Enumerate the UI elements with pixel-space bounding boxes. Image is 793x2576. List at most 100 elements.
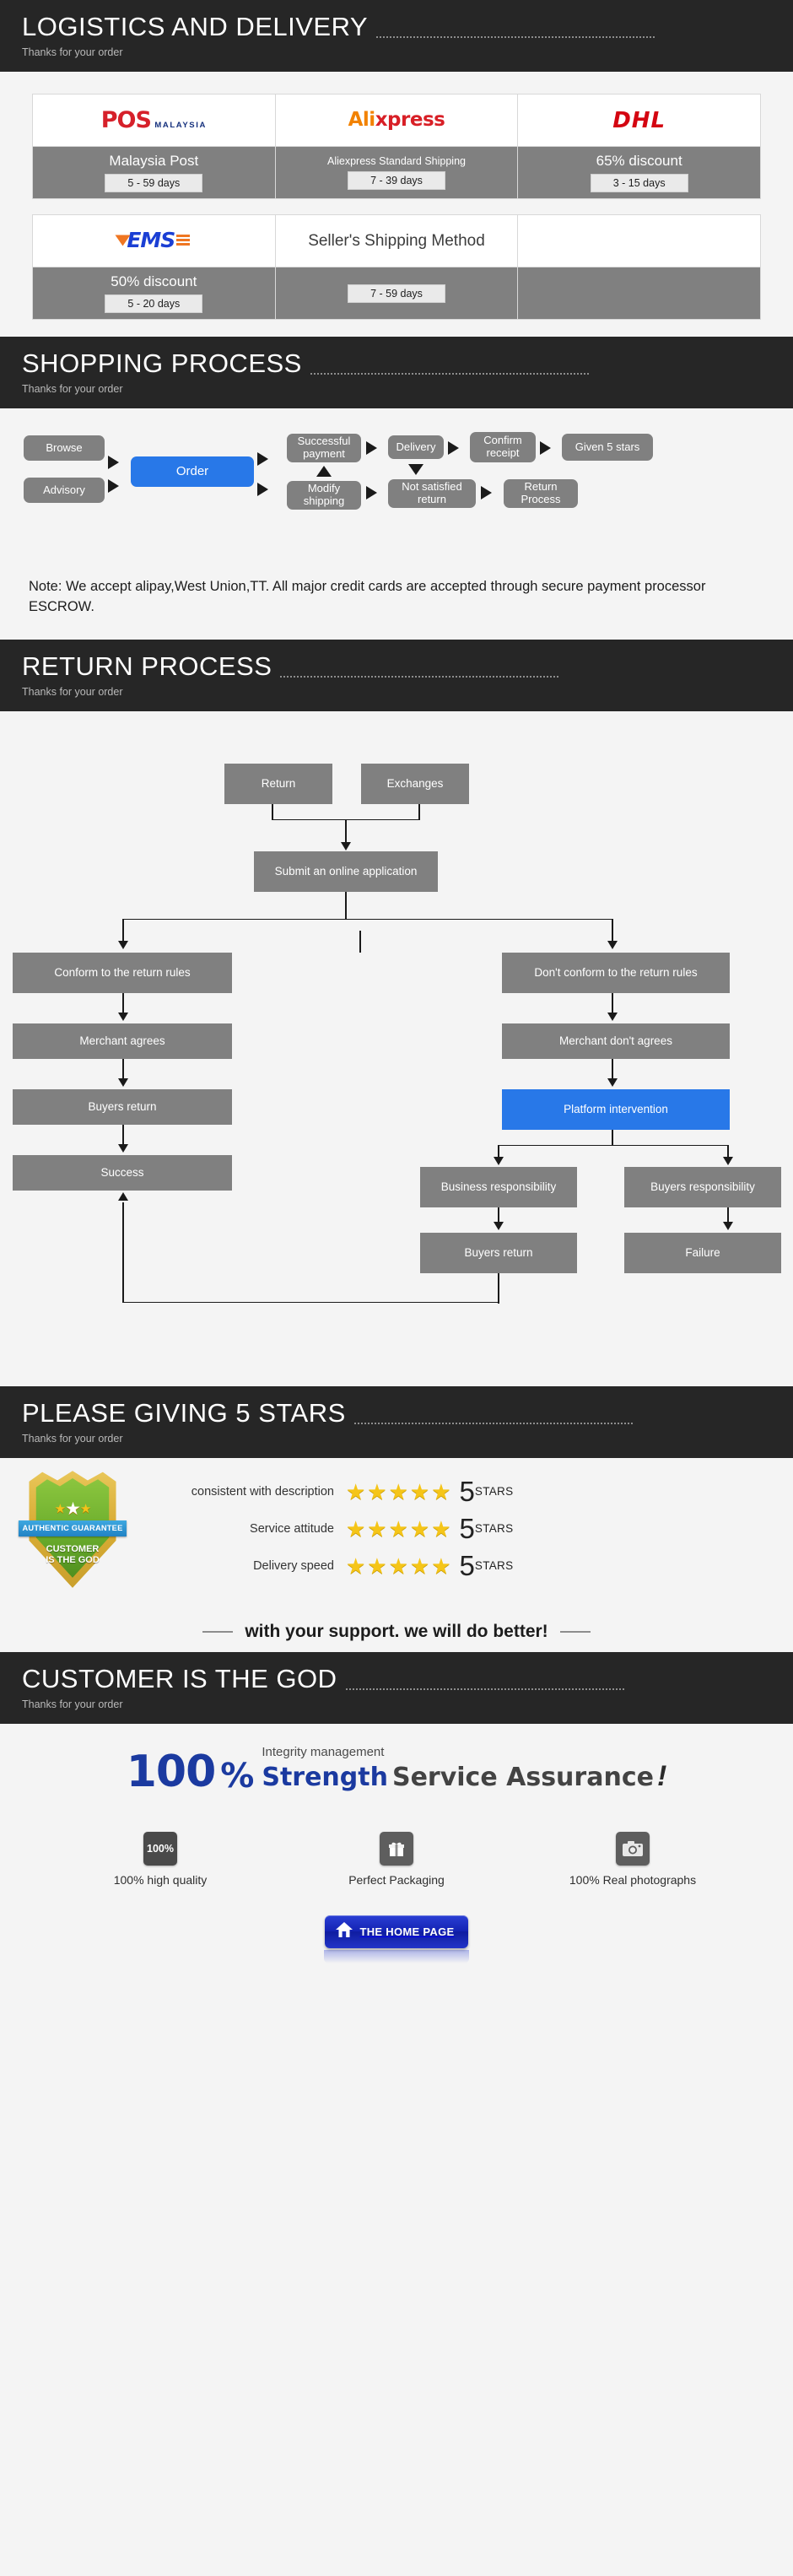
rating-row: consistent with description ★★★★★ 5 STAR… — [135, 1473, 776, 1510]
connector — [345, 891, 347, 919]
rating-row: Service attitude ★★★★★ 5 STARS — [135, 1510, 776, 1547]
hundred-percent-icon: 100% — [143, 1831, 177, 1866]
pos-malaysia-logo-cell: POS MALAYSIA — [32, 94, 276, 147]
hundred-number: 100 — [126, 1747, 217, 1798]
badge-stars: ★★★ — [54, 1499, 92, 1519]
empty-logo-cell — [517, 214, 761, 267]
page-title: RETURN PROCESS — [22, 651, 272, 681]
shopping-process-flowchart: Browse Advisory Order Successful payment… — [0, 408, 793, 574]
title-dot-rule — [345, 1688, 624, 1690]
flow-node-modify-shipping: Modify shipping — [287, 481, 361, 510]
pos-malaysia-logo: POS MALAYSIA — [101, 109, 207, 132]
connector-loop — [498, 1272, 499, 1304]
pos-logo-top: POS — [100, 107, 152, 133]
rule-right — [559, 1630, 591, 1633]
service-assurance-label: Service Assurance — [391, 1762, 654, 1792]
arrow-order-to-payment — [257, 452, 268, 466]
flow-node-failure: Failure — [624, 1232, 781, 1273]
rating-unit: STARS — [474, 1559, 514, 1573]
flow-node-success: Success — [13, 1154, 232, 1191]
arrowhead — [494, 1156, 504, 1165]
connector — [345, 818, 347, 845]
sellers-method-cell: Seller's Shipping Method — [274, 214, 519, 267]
integrity-management-label: Integrity management — [262, 1744, 385, 1759]
connector — [612, 1058, 613, 1083]
flow-node-return: Return — [224, 763, 332, 804]
star-icons: ★★★★★ — [346, 1478, 453, 1504]
arrowhead — [607, 940, 618, 949]
arrow-delivery-to-not-satisfied — [408, 464, 423, 475]
flow-node-exchanges: Exchanges — [361, 763, 469, 804]
feature-item-photos: 100% Real photographs — [544, 1831, 721, 1887]
page-title: CUSTOMER IS THE GOD — [22, 1663, 337, 1693]
hundred-percent-icon-text: 100% — [147, 1842, 174, 1855]
section-banner-customer: CUSTOMER IS THE GOD Thanks for your orde… — [0, 1651, 793, 1724]
ems-logo-cell: EMS — [32, 214, 276, 267]
ems-logo-triangle — [115, 235, 131, 246]
arrow-browse-to-order — [108, 456, 119, 469]
strength-label: Strength — [262, 1762, 388, 1792]
section-banner-stars: PLEASE GIVING 5 STARS Thanks for your or… — [0, 1385, 793, 1458]
flow-node-given-5-stars: Given 5 stars — [562, 434, 653, 461]
flow-node-submit-application: Submit an online application — [254, 851, 438, 892]
shipping-methods-table: POS MALAYSIA Alixpress DHL Malaysia Post… — [32, 94, 761, 199]
carrier-name: Aliexpress Standard Shipping — [326, 155, 466, 167]
star-icons: ★★★★★ — [346, 1553, 453, 1579]
table-row: 50% discount 5 - 20 days 7 - 59 days — [32, 267, 761, 320]
flow-node-buyers-return-left: Buyers return — [13, 1088, 232, 1125]
flow-node-merchant-dont-agrees: Merchant don't agrees — [502, 1023, 730, 1059]
arrowhead — [118, 1143, 128, 1153]
arrowhead — [607, 1012, 618, 1021]
support-text: with your support. we will do better! — [245, 1621, 548, 1641]
connector — [612, 918, 613, 946]
sellers-method-info-cell: 7 - 59 days — [274, 267, 519, 320]
camera-icon — [616, 1831, 650, 1866]
arrowhead-up — [118, 1191, 128, 1201]
home-page-button[interactable]: THE HOME PAGE — [325, 1914, 468, 1948]
rating-label: Service attitude — [250, 1521, 334, 1536]
section-banner-shopping: SHOPPING PROCESS Thanks for your order — [0, 337, 793, 408]
rule-left — [202, 1630, 234, 1633]
ems-logo-bars — [176, 233, 191, 247]
flow-node-not-satisfied-return: Not satisfied return — [388, 479, 476, 508]
feature-label: Perfect Packaging — [348, 1872, 445, 1887]
aliexpress-logo-cell: Alixpress — [274, 94, 519, 147]
flow-node-conform-rules: Conform to the return rules — [13, 952, 232, 993]
carrier-name: 50% discount — [111, 273, 197, 290]
connector-loop — [122, 1202, 124, 1302]
connector — [612, 992, 613, 1017]
ems-info-cell: 50% discount 5 - 20 days — [32, 267, 276, 320]
title-dot-rule — [280, 675, 559, 678]
connector — [122, 918, 124, 946]
flow-node-merchant-agrees: Merchant agrees — [13, 1023, 232, 1059]
connector — [122, 992, 124, 1017]
delivery-days-chip: 3 - 15 days — [590, 173, 688, 192]
feature-list: 100% 100% high quality Perfect Packaging — [0, 1831, 793, 1887]
connector — [498, 1144, 727, 1147]
title-dot-rule — [376, 35, 655, 38]
arrowhead — [341, 841, 351, 851]
arrowhead — [494, 1221, 504, 1230]
connector — [418, 803, 420, 819]
table-row: EMS Seller's Shipping Method — [32, 214, 761, 267]
house-icon — [335, 1921, 353, 1942]
star-icons: ★★★★★ — [346, 1515, 453, 1542]
dhl-logo-cell: DHL — [517, 94, 761, 147]
dhl-logo: DHL — [612, 107, 666, 133]
connector — [359, 930, 361, 953]
rating-unit: STARS — [474, 1485, 514, 1499]
banner-subtitle: Thanks for your order — [22, 383, 123, 395]
home-button-wrap: THE HOME PAGE — [0, 1914, 793, 1963]
title-dot-rule — [310, 372, 589, 375]
arrowhead — [723, 1156, 733, 1165]
connector — [727, 1144, 729, 1160]
arrow-modify-to-payment — [316, 466, 332, 477]
feature-label: 100% high quality — [113, 1872, 208, 1887]
connector — [122, 1058, 124, 1083]
feature-label: 100% Real photographs — [569, 1872, 697, 1887]
banner-subtitle: Thanks for your order — [22, 46, 123, 58]
flow-node-browse: Browse — [24, 435, 105, 461]
arrow-modify-to-not-satisfied — [366, 486, 377, 500]
